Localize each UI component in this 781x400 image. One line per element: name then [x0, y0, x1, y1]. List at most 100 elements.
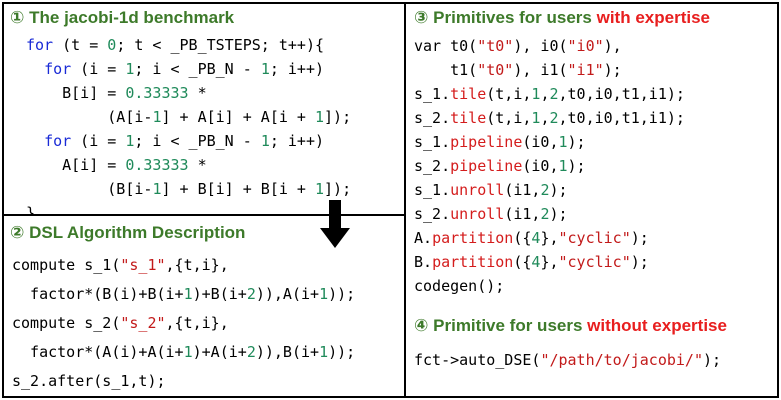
expert-code: var t0("t0"), i0("i0"), t1("t0"), i1("i1… [414, 34, 685, 298]
code-token: )),B(i+ [255, 343, 320, 361]
code-token: partition [432, 229, 514, 247]
code-line: for (i = 1; i < _PB_N - 1; i++) [26, 57, 351, 81]
code-token: , [540, 85, 550, 103]
code-token: 1 [183, 285, 193, 303]
code-token: 2 [549, 85, 559, 103]
code-token: ); [703, 351, 722, 369]
code-token: (i1, [504, 181, 541, 199]
code-token: * [188, 84, 207, 102]
code-token: 1 [319, 343, 329, 361]
code-token: ({ [513, 229, 532, 247]
code-token: fct->auto_DSE( [414, 351, 541, 369]
code-token: B. [414, 253, 433, 271]
auto-code: fct->auto_DSE("/path/to/jacobi/"); [414, 348, 721, 372]
code-token: (i0, [522, 157, 559, 175]
code-token: (B[i- [26, 180, 153, 198]
code-token: s_1. [414, 181, 451, 199]
code-token: "cyclic" [558, 229, 631, 247]
code-token: ,{t,i}, [165, 256, 229, 274]
code-token: ({ [513, 253, 532, 271]
code-token: ,t0,i0,t1,i1); [558, 109, 685, 127]
code-token: pipeline [450, 133, 523, 151]
code-token: )+B(i+ [192, 285, 247, 303]
code-token: (A[i- [26, 108, 153, 126]
code-token: "s_2" [120, 314, 166, 332]
code-token: 1 [260, 60, 270, 78]
code-token: t1( [414, 61, 478, 79]
code-token: (t,i, [486, 85, 532, 103]
code-line: s_1.tile(t,i,1,2,t0,i0,t1,i1); [414, 82, 685, 106]
code-token: 1 [558, 157, 568, 175]
code-token: ), i0( [513, 37, 568, 55]
code-token: 1 [125, 60, 135, 78]
code-line: codegen(); [414, 274, 685, 298]
code-token: 1 [260, 132, 270, 150]
primitives-panel: ③ Primitives for users with expertise va… [404, 2, 779, 398]
code-token: ]); [324, 108, 352, 126]
code-token: s_2. [414, 205, 451, 223]
code-token: ,t0,i0,t1,i1); [558, 85, 685, 103]
code-token: ), i1( [513, 61, 568, 79]
code-token: (t,i, [486, 109, 532, 127]
code-line: (A[i-1] + A[i] + A[i + 1]); [26, 105, 351, 129]
code-line: B.partition({4},"cyclic"); [414, 250, 685, 274]
code-token: ; i < _PB_N - [134, 60, 261, 78]
code-token: "i1" [567, 61, 604, 79]
code-token: 1 [125, 132, 135, 150]
code-line: s_2.pipeline(i0,1); [414, 154, 685, 178]
code-line: s_2.unroll(i1,2); [414, 202, 685, 226]
code-token: s_1. [414, 85, 451, 103]
code-token: )+A(i+ [192, 343, 247, 361]
code-token: 1 [152, 108, 162, 126]
code-token: (i0, [522, 133, 559, 151]
code-line: var t0("t0"), i0("i0"), [414, 34, 685, 58]
code-line: for (i = 1; i < _PB_N - 1; i++) [26, 129, 351, 153]
code-token [26, 60, 44, 78]
code-line: A[i] = 0.33333 * [26, 153, 351, 177]
code-token: s_2.after(s_1,t); [12, 372, 166, 390]
code-token: 1 [531, 85, 541, 103]
code-token: ]); [324, 180, 352, 198]
code-token: ] + B[i] + B[i + [161, 180, 315, 198]
expert-title: ③ Primitives for users with expertise [414, 8, 710, 27]
code-token: s_2. [414, 157, 451, 175]
code-token: 2 [246, 285, 256, 303]
code-token: s_1. [414, 133, 451, 151]
code-token: 0.33333 [125, 156, 189, 174]
code-token: 1 [315, 180, 325, 198]
code-token: ); [630, 253, 649, 271]
code-token: ; t < _PB_TSTEPS; t++){ [116, 36, 325, 54]
benchmark-panel: ① The jacobi-1d benchmark for (t = 0; t … [2, 2, 406, 222]
code-token: tile [450, 85, 487, 103]
code-token: ,{t,i}, [165, 314, 229, 332]
auto-title: ④ Primitive for users without expertise [414, 316, 727, 335]
code-token: ); [603, 61, 622, 79]
code-token: A[i] = [26, 156, 126, 174]
dsl-code: compute s_1("s_1",{t,i}, factor*(B(i)+B(… [12, 251, 355, 396]
code-token: var t0( [414, 37, 478, 55]
code-line: factor*(B(i)+B(i+1)+B(i+2)),A(i+1)); [12, 280, 355, 309]
code-token: 1 [558, 133, 568, 151]
code-token: )); [328, 285, 356, 303]
code-token: "t0" [477, 61, 514, 79]
benchmark-code: for (t = 0; t < _PB_TSTEPS; t++){ for (i… [26, 33, 351, 225]
code-line: s_2.tile(t,i,1,2,t0,i0,t1,i1); [414, 106, 685, 130]
code-token: ; i++) [269, 132, 325, 150]
code-token: factor*(B(i)+B(i+ [12, 285, 184, 303]
code-token: )),A(i+ [255, 285, 320, 303]
code-line: t1("t0"), i1("i1"); [414, 58, 685, 82]
code-token: ); [630, 229, 649, 247]
code-line: } [26, 201, 351, 225]
code-token: pipeline [450, 157, 523, 175]
code-line: s_1.pipeline(i0,1); [414, 130, 685, 154]
code-line: B[i] = 0.33333 * [26, 81, 351, 105]
code-token: }, [540, 229, 559, 247]
code-token: compute s_1( [12, 256, 121, 274]
code-token: 0.33333 [125, 84, 189, 102]
code-token [26, 132, 44, 150]
code-token: }, [540, 253, 559, 271]
code-token: ; i++) [269, 60, 325, 78]
code-token: , [540, 109, 550, 127]
code-token: factor*(A(i)+A(i+ [12, 343, 184, 361]
code-line: for (t = 0; t < _PB_TSTEPS; t++){ [26, 33, 351, 57]
